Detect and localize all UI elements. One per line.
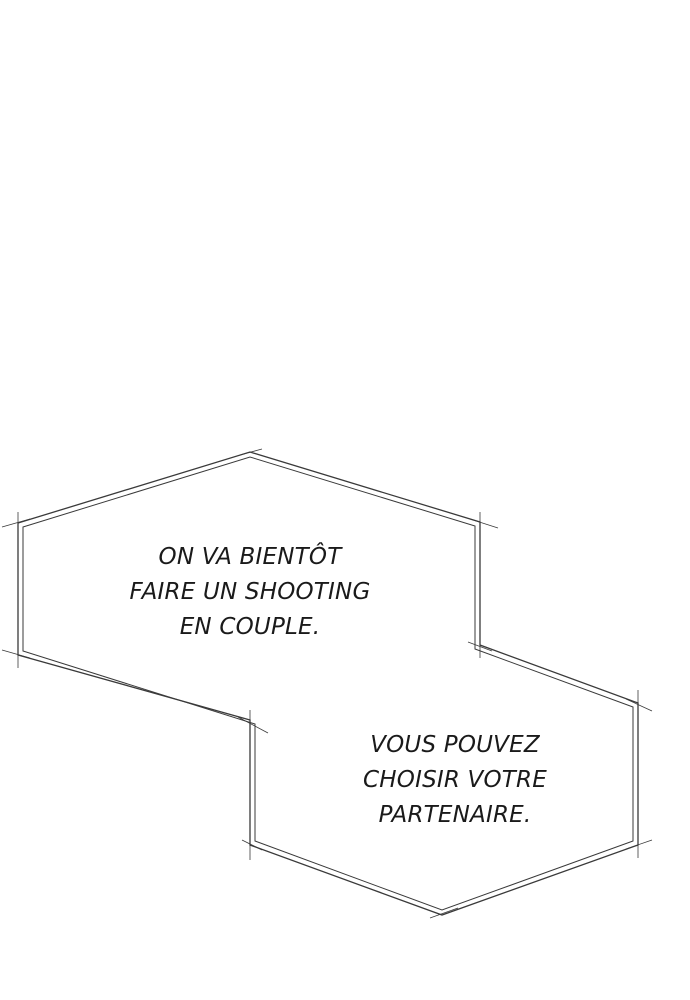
caption-line: CHOISIR VOTRE — [363, 767, 547, 793]
speech-bubble-text-2: VOUS POUVEZ CHOISIR VOTRE PARTENAIRE. — [320, 728, 590, 833]
bubble-outline-inner — [22, 456, 634, 911]
bubble-outline-outer — [17, 451, 639, 916]
caption-line: ON VA BIENTÔT — [158, 544, 342, 570]
bubble-sketch-marks — [1, 448, 653, 919]
caption-line: PARTENAIRE. — [378, 802, 532, 828]
caption-line: EN COUPLE. — [179, 614, 321, 640]
caption-line: FAIRE UN SHOOTING — [129, 579, 371, 605]
speech-bubble-text-1: ON VA BIENTÔT FAIRE UN SHOOTING EN COUPL… — [100, 540, 400, 645]
caption-line: VOUS POUVEZ — [370, 732, 540, 758]
